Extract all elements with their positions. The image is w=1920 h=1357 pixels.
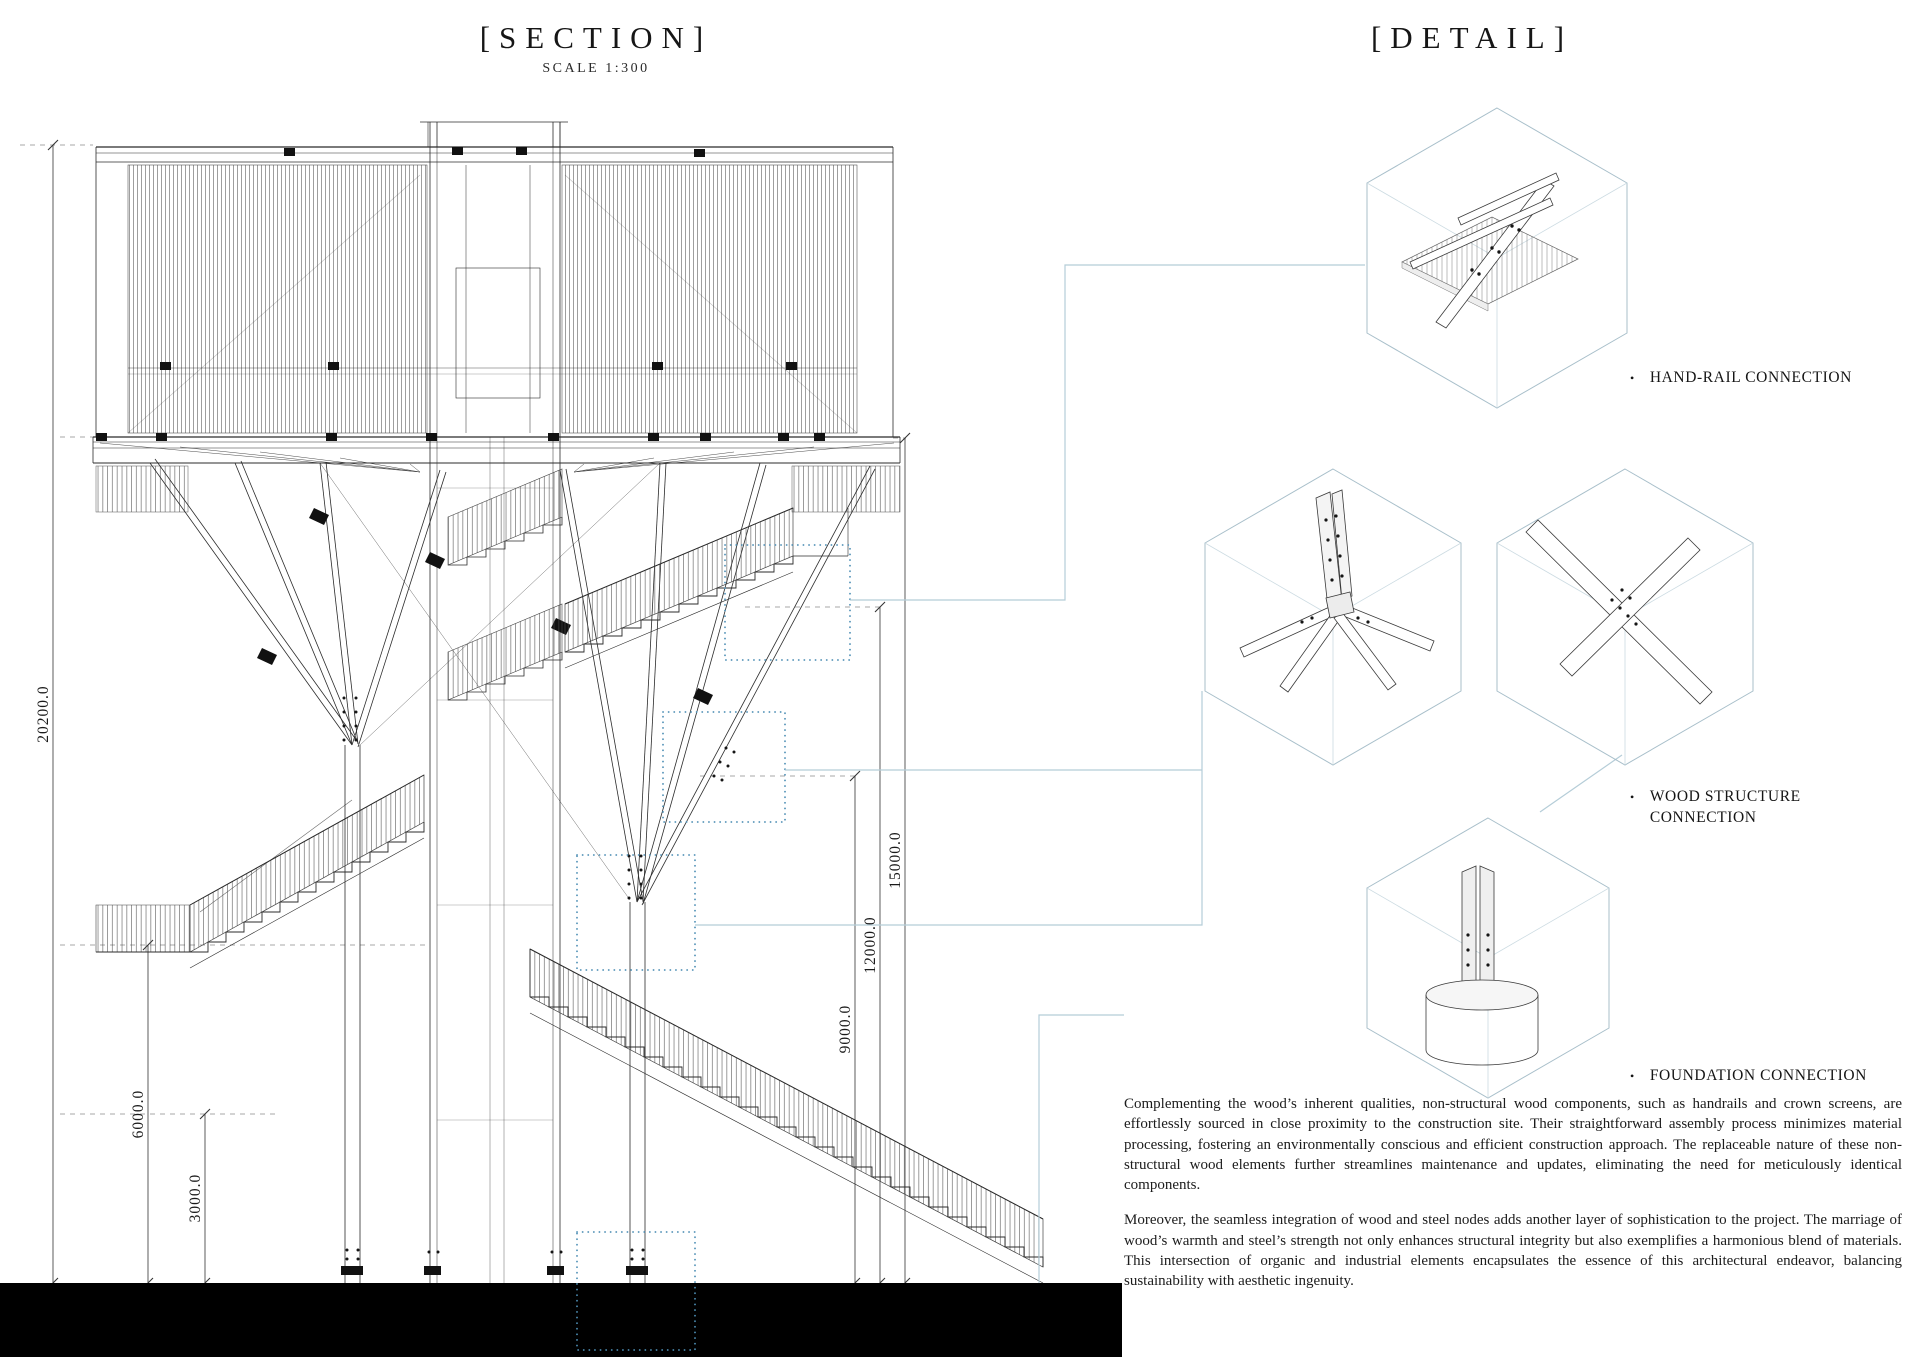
bullet-icon: •: [1630, 790, 1635, 804]
section-title-block: [SECTION] SCALE 1:300: [396, 20, 796, 77]
left-branch-column: [149, 458, 447, 1283]
dimension-label-3000: 3000.0: [187, 1174, 204, 1223]
dimension-label-9000: 9000.0: [837, 1005, 854, 1054]
section-scale: SCALE 1:300: [542, 61, 650, 76]
leader-wood-lower: [695, 691, 1203, 926]
leader-handrail: [850, 264, 1365, 601]
callout-box-handrail: [724, 544, 851, 661]
dimension-label-15000: 15000.0: [887, 831, 904, 888]
detail-label-handrail-text: HAND-RAIL CONNECTION: [1649, 369, 1852, 386]
main-deck: [92, 433, 901, 513]
section-title: [SECTION]: [479, 20, 713, 55]
leader-foundation: [1038, 1014, 1124, 1283]
detail-hexagons: [1204, 107, 1754, 1099]
dimension-label-20200: 20200.0: [35, 685, 52, 742]
callout-box-column-node: [576, 854, 696, 971]
notes-paragraph-1: Complementing the wood’s inherent qualit…: [1124, 1096, 1902, 1193]
leader-wood-right: [1539, 754, 1623, 813]
detail-callout-boxes: [576, 544, 851, 1351]
bolt-dots: [342, 696, 736, 1261]
dimension-labels: 20200.0 15000.0 12000.0 9000.0 6000.0 30…: [35, 685, 904, 1222]
hexagon-foundation-detail: [1425, 865, 1539, 1066]
detail-label-handrail: • HAND-RAIL CONNECTION: [1630, 368, 1852, 389]
detail-label-wood-line-2: CONNECTION: [1649, 808, 1757, 826]
dimension-label-12000: 12000.0: [862, 916, 879, 973]
elevator-core: [429, 122, 561, 1283]
stairs: [95, 468, 1044, 1284]
detail-label-wood-structure-text: WOOD STRUCTURE CONNECTION: [1650, 787, 1801, 829]
detail-title: [DETAIL]: [1370, 20, 1574, 55]
crown-screen: [95, 121, 894, 437]
bullet-icon: •: [1630, 371, 1635, 385]
dimension-label-6000: 6000.0: [130, 1090, 147, 1139]
deck-joists: [99, 442, 895, 473]
detail-label-wood-line-1: WOOD STRUCTURE: [1649, 788, 1801, 805]
ground-line: [0, 1283, 1122, 1357]
detail-label-wood-structure: • WOOD STRUCTURE CONNECTION: [1630, 787, 1801, 829]
notes-block: Complementing the wood’s inherent qualit…: [1124, 1094, 1902, 1291]
steel-clips-top: [160, 147, 797, 370]
hexagon-wood-node-detail-2: [1525, 519, 1713, 705]
foundation-plates: [341, 1266, 648, 1275]
callout-box-wood-connection: [662, 711, 786, 823]
hexagon-handrail-detail: [1401, 172, 1579, 329]
bullet-icon: •: [1630, 1069, 1635, 1083]
detail-label-foundation: • FOUNDATION CONNECTION: [1630, 1066, 1867, 1087]
detail-title-block: [DETAIL]: [1272, 20, 1672, 56]
tower-section: [92, 121, 1044, 1284]
notes-paragraph-2: Moreover, the seamless integration of wo…: [1124, 1212, 1902, 1289]
steel-clips-deck: [96, 433, 825, 441]
detail-label-foundation-text: FOUNDATION CONNECTION: [1649, 1067, 1867, 1084]
hexagon-cube-lines: [1204, 182, 1754, 1098]
hexagon-wood-node-detail: [1239, 489, 1435, 693]
leader-lines: [695, 264, 1623, 1283]
